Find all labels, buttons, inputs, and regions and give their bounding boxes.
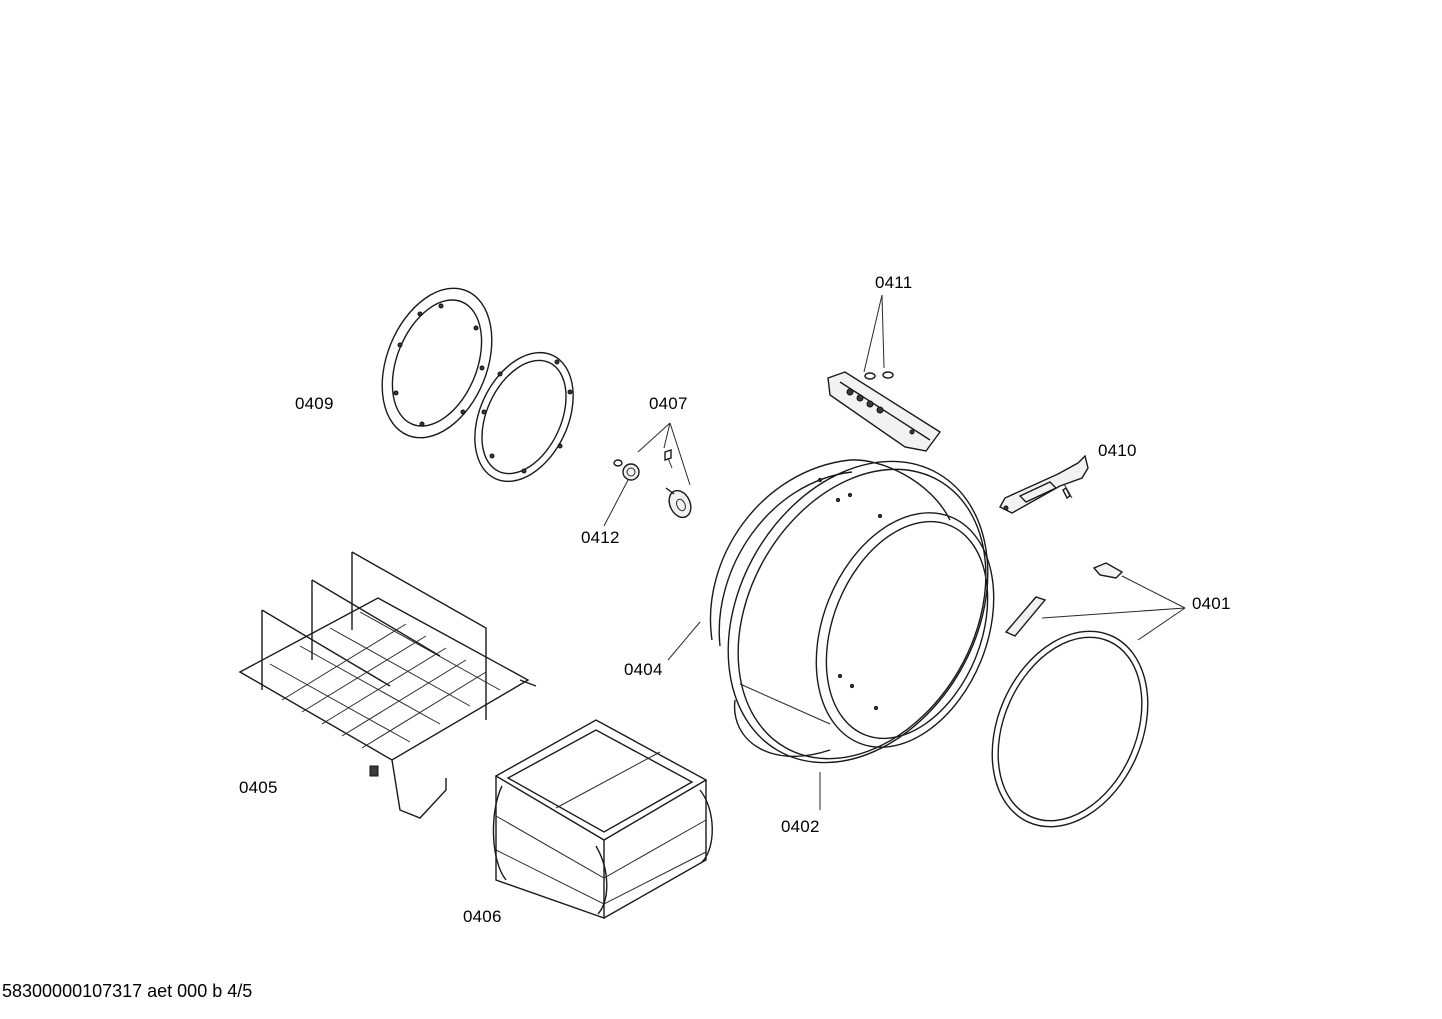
label-0404: 0404 xyxy=(624,660,663,679)
part-0411-bracket xyxy=(827,294,942,452)
part-0410-latch xyxy=(999,454,1089,514)
part-0401-seal-ring xyxy=(991,630,1149,828)
part-0406-frame xyxy=(492,719,713,919)
label-0406: 0406 xyxy=(463,907,502,926)
label-0410: 0410 xyxy=(1098,441,1137,460)
part-0409-outer-gasket xyxy=(381,287,493,439)
label-0412: 0412 xyxy=(581,528,620,547)
label-0402: 0402 xyxy=(781,817,820,836)
label-0407: 0407 xyxy=(649,394,688,413)
part-0402-ring-band xyxy=(727,460,989,764)
part-0404-drum xyxy=(709,459,951,758)
label-0411: 0411 xyxy=(875,273,913,292)
part-0405-wire-basket xyxy=(238,551,537,819)
label-0401: 0401 xyxy=(1192,594,1231,613)
part-0412-leader xyxy=(603,479,629,527)
document-id: 58300000107317 aet 000 b 4/5 xyxy=(2,981,253,1001)
leader-0404 xyxy=(667,621,701,661)
part-0407-hardware xyxy=(613,422,692,519)
label-0405: 0405 xyxy=(239,778,278,797)
part-0409-inner-gasket xyxy=(474,351,574,483)
part-0401-clips xyxy=(1004,562,1186,641)
label-0409: 0409 xyxy=(295,394,334,413)
part-0404-front-rim xyxy=(815,512,995,748)
